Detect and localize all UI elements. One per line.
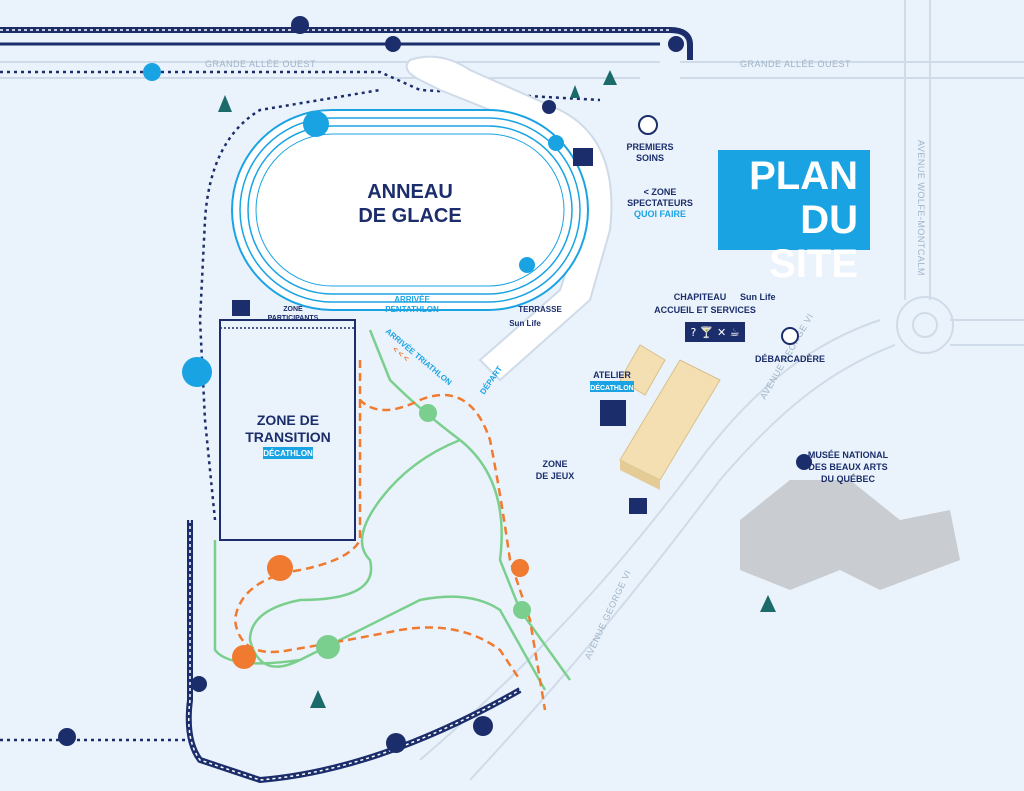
chapiteau-1: CHAPITEAU (674, 292, 727, 302)
services-icons-box (685, 322, 745, 342)
bike-icon (668, 36, 684, 52)
bike-icon (58, 728, 76, 746)
rink-title-2: DE GLACE (358, 205, 461, 227)
bike-icon (542, 100, 556, 114)
grande-allee-right-label: GRANDE ALLÉE OUEST (740, 59, 851, 69)
zone-transition-1: ZONE DE (257, 412, 319, 428)
skier-icon (316, 635, 340, 659)
snowshoe-icon (511, 559, 529, 577)
bike-icon (291, 16, 309, 34)
snowshoe-icon (267, 555, 293, 581)
skater-icon (519, 257, 535, 273)
zone-spectateurs-2: SPECTATEURS (627, 198, 693, 208)
skater-icon (303, 111, 329, 137)
chapiteau-3: ACCUEIL ET SERVICES (654, 305, 756, 315)
restroom-icon (573, 148, 593, 166)
terrasse-1: TERRASSE (518, 305, 562, 314)
chapiteau-2: Sun Life (740, 292, 776, 302)
bike-path-bottom (185, 520, 522, 784)
bike-path-top (0, 27, 693, 60)
activity-icons (58, 16, 812, 753)
premiers-soins-2: SOINS (636, 153, 664, 163)
bike-icon (191, 676, 207, 692)
musee-2: DES BEAUX ARTS (808, 462, 887, 472)
debarcadere-label: DÉBARCADÈRE (755, 354, 825, 364)
zone-participants-2: PARTICIPANTS (268, 315, 319, 322)
grande-allee-left-label: GRANDE ALLÉE OUEST (205, 59, 316, 69)
map-title-line2: DU SITE (769, 198, 858, 286)
atelier-decathlon-text: DÉCATHLON (590, 383, 633, 392)
bike-icon (386, 733, 406, 753)
wolfe-montcalm-label: AVENUE WOLFE-MONTCALM (916, 140, 926, 276)
services-icons: ? 🍸 ✕ ☕ (690, 325, 739, 339)
arrivee-pentathlon-2: PENTATHLON (385, 305, 439, 314)
zone-spectateurs-3: QUOI FAIRE (634, 209, 686, 219)
zone-jeux-1: ZONE (542, 459, 567, 469)
zone-jeux-2: DE JEUX (536, 471, 575, 481)
george-vi-lower-label: AVENUE GEORGE VI (583, 568, 633, 660)
snowshoe-trail (233, 360, 547, 711)
terrasse-2: Sun Life (509, 319, 541, 328)
transition-decathlon-text: DÉCATHLON (263, 449, 313, 458)
transition-zone (219, 319, 356, 541)
skater-icon (143, 63, 161, 81)
musee-1: MUSÉE NATIONAL (808, 450, 889, 460)
bike-icon (473, 716, 493, 736)
skier-icon (419, 404, 437, 422)
atelier-decathlon-badge (590, 381, 634, 392)
arrivee-pentathlon-1: ARRIVÉE (394, 295, 430, 304)
musee-3: DU QUÉBEC (821, 474, 876, 484)
skater-icon (548, 135, 564, 151)
walking-trail (0, 70, 601, 521)
zone-spectateurs-1: < ZONE (644, 187, 677, 197)
first-aid-icon (638, 115, 658, 135)
atelier-label: ATELIER (593, 370, 631, 380)
map-title: PLAN DU SITE (718, 150, 870, 286)
restroom-icon (232, 300, 250, 316)
runner-icon (182, 357, 212, 387)
snowshoe-icon (232, 645, 256, 669)
bike-icon (385, 36, 401, 52)
chapiteau-tent (619, 359, 721, 490)
arrivee-triathlon-label: ARRIVÉE TRIATHLON (384, 327, 454, 388)
zone-participants-1: ZONE (283, 306, 303, 313)
rink-title-1: ANNEAU (367, 181, 453, 203)
zone-transition-2: TRANSITION (245, 429, 331, 445)
skier-icon (513, 601, 531, 619)
rink (231, 109, 589, 311)
tree-icons (218, 70, 776, 708)
map-title-line1: PLAN (749, 154, 858, 198)
transition-decathlon-badge (263, 447, 313, 459)
premiers-soins-1: PREMIERS (626, 142, 673, 152)
restroom-icon (629, 498, 647, 514)
museum-icon (796, 454, 812, 470)
location-pin-icon (781, 327, 799, 345)
museum-building (740, 480, 960, 590)
wrench-icon (600, 400, 626, 426)
ski-trail (213, 329, 572, 691)
